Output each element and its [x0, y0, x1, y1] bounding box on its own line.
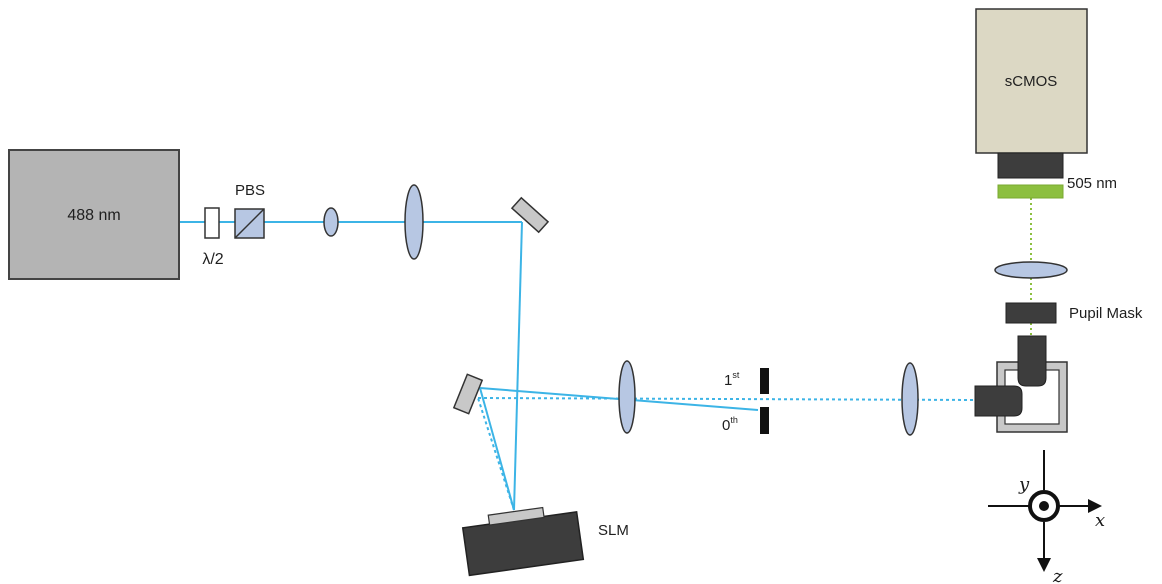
- pupil-mask: [1005, 302, 1057, 324]
- beam-fold-mirror-to-slm: [513, 221, 523, 511]
- laser-488nm: 488 nm: [8, 149, 180, 280]
- scmos-camera: sCMOS: [975, 8, 1088, 179]
- beam-slm-to-d-mirror-dotted: [477, 397, 515, 511]
- beam-zeroth-order-dotted: [477, 397, 976, 401]
- axis-z-label: z: [1052, 566, 1063, 584]
- small-lens: [323, 207, 339, 237]
- excitation-beam-paths: [180, 221, 759, 511]
- first-order-block: [760, 368, 769, 394]
- d-mirror: [452, 373, 484, 415]
- tube-lens: [994, 261, 1068, 279]
- half-wave-label: λ/2: [202, 251, 223, 268]
- illumination-objective: [974, 385, 1023, 417]
- relay-lens-2: [901, 362, 919, 436]
- slm-surface: [487, 506, 545, 526]
- detection-objective: [1017, 335, 1047, 387]
- laser-label: 488 nm: [67, 207, 120, 224]
- emission-filter: [997, 184, 1064, 199]
- camera-label: sCMOS: [1005, 73, 1058, 90]
- z-axis-arrow: [1037, 558, 1051, 572]
- beam-slm-to-d-mirror: [479, 387, 515, 511]
- camera-body: [975, 8, 1088, 154]
- laser-box: [8, 149, 180, 280]
- zeroth-order-label: 0th: [722, 415, 738, 434]
- zeroth-order-block: [760, 407, 769, 434]
- pupil-mask-label: Pupil Mask: [1069, 305, 1143, 322]
- zeroth-order-beam-paths: [477, 397, 976, 511]
- fold-mirror: [510, 196, 550, 234]
- spatial-light-modulator: [461, 506, 585, 577]
- x-axis-arrow: [1088, 499, 1102, 513]
- axis-y-label: y: [1018, 474, 1030, 495]
- pbs-label: PBS: [235, 182, 265, 199]
- polarizing-beam-splitter: [234, 208, 265, 239]
- large-lens: [404, 184, 424, 260]
- coordinate-axes: x y z: [988, 450, 1105, 584]
- pbs-diagonal: [234, 208, 265, 239]
- filter-label: 505 nm: [1067, 175, 1117, 192]
- first-order-label: 1st: [724, 370, 740, 389]
- slm-body: [461, 510, 585, 577]
- camera-mount: [997, 152, 1064, 179]
- relay-lens-1: [618, 360, 636, 434]
- y-axis-out-of-plane-dot: [1039, 501, 1049, 511]
- sample-chamber: [974, 335, 1068, 433]
- slm-label: SLM: [598, 522, 629, 539]
- half-wave-plate: [204, 207, 220, 239]
- axis-x-label: x: [1095, 510, 1105, 531]
